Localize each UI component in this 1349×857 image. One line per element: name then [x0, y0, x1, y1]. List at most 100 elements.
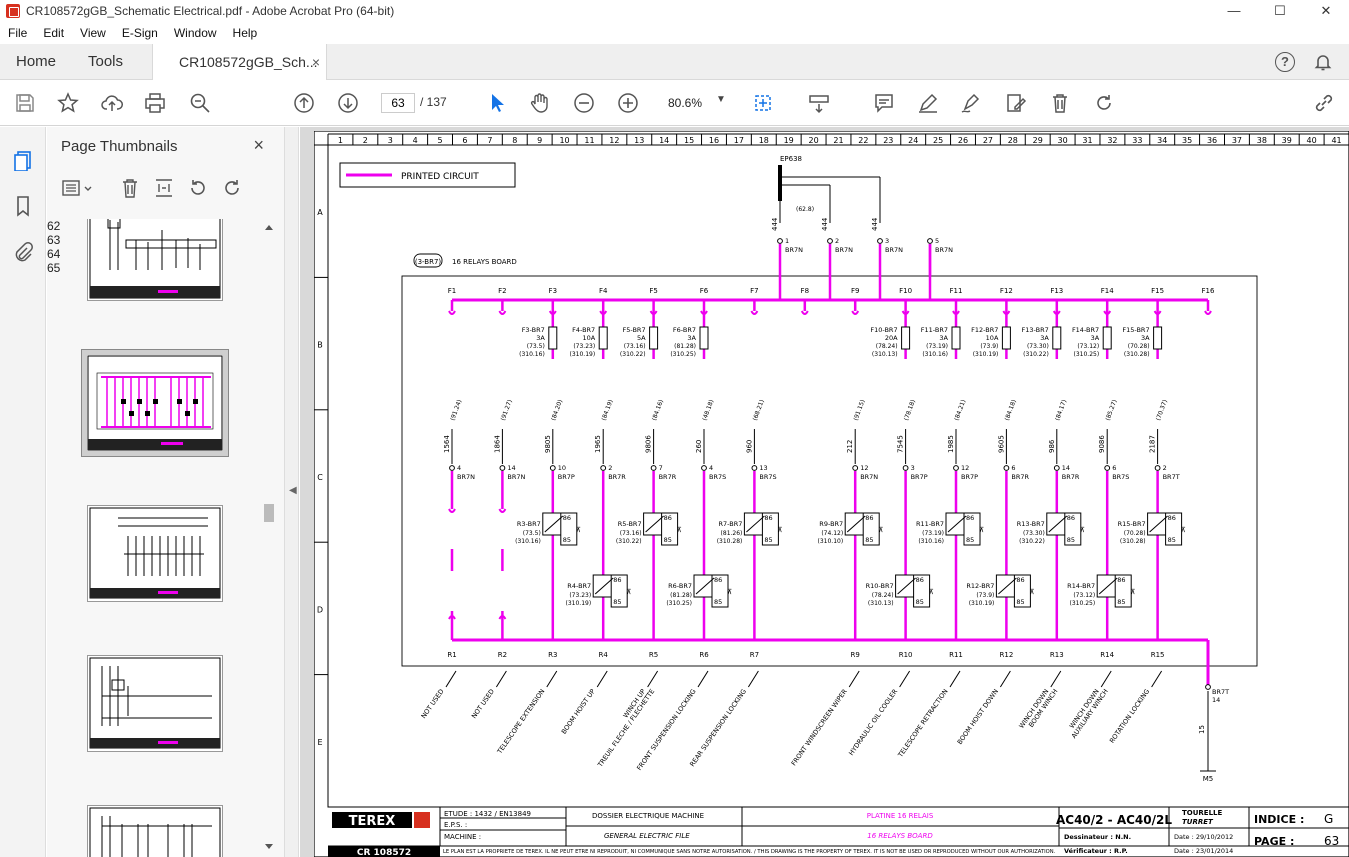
thumbnail-options-icon[interactable]	[61, 177, 97, 199]
highlight-pen-icon[interactable]	[917, 92, 939, 114]
main-toolbar: / 137 80.6% ▼	[0, 80, 1349, 126]
share-link-icon[interactable]	[1313, 92, 1335, 114]
menu-edit[interactable]: Edit	[43, 26, 65, 40]
page-thumbnail-64[interactable]	[87, 505, 223, 602]
column-number-31: 31	[1082, 136, 1092, 145]
page-thumbnails-panel: Page Thumbnails × 62 63 64 65	[47, 127, 285, 857]
board-tag: (3-BR7)	[415, 258, 442, 266]
maximize-button[interactable]: ☐	[1274, 3, 1286, 18]
zoom-level-select[interactable]: 80.6%	[668, 96, 703, 110]
help-icon[interactable]: ?	[1275, 52, 1295, 72]
relay-diagonal	[544, 515, 564, 533]
terex-logo-mark	[414, 812, 430, 828]
page-thumbnails-icon[interactable]	[12, 149, 34, 172]
fuse-label: F1	[448, 287, 456, 295]
print-icon[interactable]	[144, 92, 166, 114]
notifications-bell-icon[interactable]	[1313, 52, 1333, 72]
bookmark-star-icon[interactable]	[57, 92, 79, 114]
fuse-body	[1001, 326, 1011, 350]
column-number-38: 38	[1257, 136, 1267, 145]
fuse-ref: (73.19)	[926, 343, 948, 350]
menu-view[interactable]: View	[80, 26, 106, 40]
menu-window[interactable]: Window	[173, 26, 217, 40]
hand-tool-icon[interactable]	[529, 92, 551, 114]
fuse-ref: (310.25)	[1074, 351, 1100, 358]
function-leader	[848, 670, 860, 688]
close-window-button[interactable]: ✕	[1320, 3, 1332, 18]
page-thumbnail-65[interactable]	[87, 655, 223, 752]
panel-toolbar	[61, 177, 271, 201]
edit-pdf-icon[interactable]	[1005, 92, 1027, 114]
top-connector-name: BR7N	[885, 246, 903, 254]
output-connector-name: BR7P	[558, 473, 575, 481]
redo-rotate-icon[interactable]	[1093, 92, 1115, 114]
tab-home[interactable]: Home	[16, 53, 57, 70]
relay-name: R10-BR7	[866, 582, 894, 590]
relay-ref: (74.12)	[821, 530, 843, 537]
column-number-20: 20	[809, 136, 819, 145]
zoom-search-icon[interactable]	[189, 92, 211, 114]
column-number-29: 29	[1033, 136, 1043, 145]
previous-page-icon[interactable]	[293, 92, 315, 114]
zoom-out-icon[interactable]	[573, 92, 595, 114]
relay-diode-symbol: ⊼	[1029, 588, 1034, 596]
menu-esign[interactable]: E-Sign	[121, 26, 158, 40]
tab-close-icon[interactable]: ×	[311, 54, 320, 70]
extract-pages-icon[interactable]	[153, 177, 175, 199]
column-number-41: 41	[1331, 136, 1341, 145]
minimize-button[interactable]: —	[1227, 3, 1241, 18]
relay-label-R1: R1	[447, 651, 456, 659]
delete-trash-icon[interactable]	[1049, 92, 1071, 114]
column-number-30: 30	[1058, 136, 1068, 145]
rotate-right-icon[interactable]	[221, 177, 243, 199]
zoom-in-icon[interactable]	[617, 92, 639, 114]
relay-ref: (81.28)	[670, 592, 692, 599]
relay-diagonal	[1048, 515, 1068, 533]
comment-icon[interactable]	[873, 92, 895, 114]
relay-ref: (310.28)	[1120, 538, 1146, 545]
fuse-body	[548, 326, 558, 350]
upload-cloud-icon[interactable]	[101, 92, 123, 114]
panel-close-icon[interactable]: ×	[253, 135, 264, 155]
fuse-ref: (310.16)	[519, 351, 545, 358]
delete-page-icon[interactable]	[119, 177, 141, 199]
chevron-down-icon[interactable]: ▼	[716, 94, 726, 105]
collapse-panel-icon[interactable]: ◀	[289, 485, 297, 496]
thumbnail-scrollbar[interactable]	[262, 218, 276, 852]
menu-file[interactable]: File	[8, 26, 28, 40]
row-letter-D: D	[317, 605, 323, 614]
tb-etude: ETUDE : 1432 / EN13849	[444, 810, 531, 818]
select-cursor-icon[interactable]	[486, 92, 508, 114]
next-page-icon[interactable]	[337, 92, 359, 114]
save-icon[interactable]	[14, 92, 36, 114]
fill-sign-icon[interactable]	[960, 92, 982, 114]
output-connector-pin	[701, 465, 707, 471]
relay-ref: (73.5)	[523, 530, 541, 537]
fuse-amperage: 3A	[1091, 334, 1100, 342]
fuse-amperage: 10A	[582, 334, 595, 342]
page-number-input[interactable]	[381, 93, 415, 113]
rotate-left-icon[interactable]	[187, 177, 209, 199]
attachments-paperclip-icon[interactable]	[12, 241, 34, 263]
scroll-mode-icon[interactable]	[808, 92, 830, 114]
fuse-ref: (73.5)	[527, 343, 545, 350]
top-wire-number: 444	[871, 217, 879, 231]
tab-tools[interactable]: Tools	[88, 53, 124, 70]
page-thumbnail-66[interactable]	[87, 805, 223, 857]
tb-tourelle: TOURELLE	[1182, 809, 1223, 817]
fuse-ref: (73.23)	[573, 343, 595, 350]
relay-pinbox	[761, 512, 779, 546]
relay-pinbox	[1114, 574, 1132, 608]
page-thumbnail-63-selected[interactable]	[81, 349, 229, 457]
fit-page-icon[interactable]	[752, 92, 774, 114]
menu-help[interactable]: Help	[232, 26, 258, 40]
bookmarks-icon[interactable]	[12, 195, 34, 217]
ground-connector-pin	[1205, 684, 1211, 690]
output-pin-number: 4	[457, 464, 461, 472]
panel-splitter[interactable]: ◀	[285, 127, 299, 857]
column-number-4: 4	[413, 136, 418, 145]
page-thumbnail-62[interactable]	[87, 219, 223, 301]
tab-document[interactable]: CR108572gGB_Sch... ×	[152, 44, 327, 80]
tb-date2: Date : 23/01/2014	[1174, 847, 1233, 855]
